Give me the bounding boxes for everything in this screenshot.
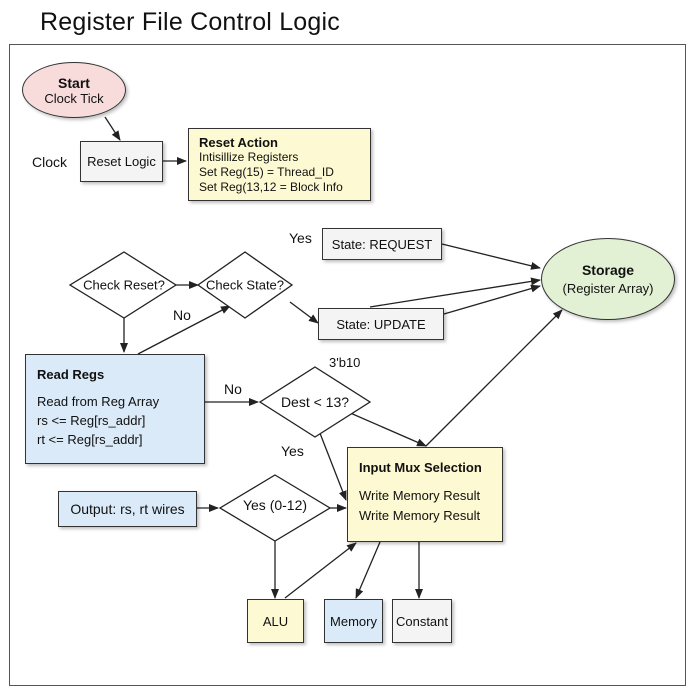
- edge-request-to-storage: [441, 243, 541, 270]
- reset-action-line-1: Intisillize Registers: [199, 150, 299, 164]
- reset-logic-label: Reset Logic: [87, 154, 156, 169]
- memory-label: Memory: [330, 613, 377, 629]
- start-subtitle: Clock Tick: [44, 90, 104, 106]
- alu-label: ALU: [262, 613, 289, 629]
- start-title: Start: [58, 74, 90, 91]
- input-mux-line-2: Write Memory Result: [359, 508, 481, 523]
- input-mux-title: Input Mux Selection: [359, 460, 482, 475]
- read-regs-title: Read Regs: [37, 367, 105, 382]
- read-regs-line-1: Read from Reg Array: [37, 394, 160, 409]
- edge-update-to-storage-a: [369, 277, 541, 308]
- edge-label-yes-top: Yes: [289, 230, 312, 246]
- input-mux-line-1: Write Memory Result: [359, 488, 481, 503]
- diagram-title: Register File Control Logic: [40, 8, 340, 36]
- state-request-label: State: REQUEST: [331, 236, 433, 252]
- state-update-label: State: UPDATE: [336, 316, 426, 332]
- edge-dest-to-input-mux: [315, 422, 347, 501]
- edge-label-no-dest: No: [224, 381, 242, 397]
- edge-mux-to-storage: [425, 309, 563, 447]
- storage-title: Storage: [581, 262, 635, 278]
- edge-label-yes-dest: Yes: [281, 443, 304, 459]
- read-regs-line-2: rs <= Reg[rs_addr]: [37, 413, 146, 428]
- check-reset-label: Check Reset?: [83, 277, 165, 293]
- reset-action-line-3: Set Reg(13,12 = Block Info: [199, 180, 343, 194]
- edge-alu-to-mux: [284, 542, 357, 599]
- clock-label: Clock: [32, 154, 68, 170]
- alu-box: ALU: [247, 599, 304, 643]
- reset-action-line-2: Set Reg(15) = Thread_ID: [199, 165, 334, 179]
- reset-action-box: Reset Action Intisillize Registers Set R…: [188, 128, 371, 201]
- reset-action-title: Reset Action: [199, 135, 278, 150]
- yes-range-diamond: [218, 474, 332, 542]
- storage-subtitle: (Register Array): [562, 281, 654, 296]
- dest-check-label: Dest < 13?: [280, 394, 350, 410]
- output-wires-label: Output: rs, rt wires: [70, 501, 185, 517]
- dest-check-diamond: [258, 366, 372, 438]
- edge-read-regs-to-check-state: [137, 305, 231, 355]
- check-state-diamond: [196, 251, 294, 319]
- state-update-box: State: UPDATE: [318, 308, 444, 340]
- edge-check-state-to-update: [289, 301, 319, 324]
- edge-mux-to-memory: [355, 541, 381, 599]
- check-reset-diamond: [68, 251, 178, 319]
- edge-label-no-mid: No: [173, 307, 191, 323]
- edge-label-code: 3'b10: [329, 355, 361, 370]
- memory-box: Memory: [324, 599, 383, 643]
- state-request-box: State: REQUEST: [322, 228, 442, 260]
- constant-label: Constant: [395, 613, 449, 629]
- read-regs-box: Read Regs Read from Reg Array rs <= Reg[…: [25, 354, 205, 464]
- edge-dest-to-mux-top: [347, 411, 427, 447]
- storage-node: Storage (Register Array): [541, 238, 675, 320]
- yes-range-label: Yes (0-12): [242, 497, 308, 513]
- edge-update-to-storage-b: [443, 284, 541, 315]
- reset-logic-box: Reset Logic: [80, 141, 163, 182]
- output-wires-box: Output: rs, rt wires: [58, 491, 197, 527]
- edge-start-to-reset-logic: [104, 116, 121, 141]
- check-state-label: Check State?: [205, 277, 285, 293]
- constant-box: Constant: [392, 599, 452, 643]
- read-regs-line-3: rt <= Reg[rs_addr]: [37, 432, 143, 447]
- start-node: Start Clock Tick: [22, 62, 126, 118]
- input-mux-box: Input Mux Selection Write Memory Result …: [347, 447, 503, 542]
